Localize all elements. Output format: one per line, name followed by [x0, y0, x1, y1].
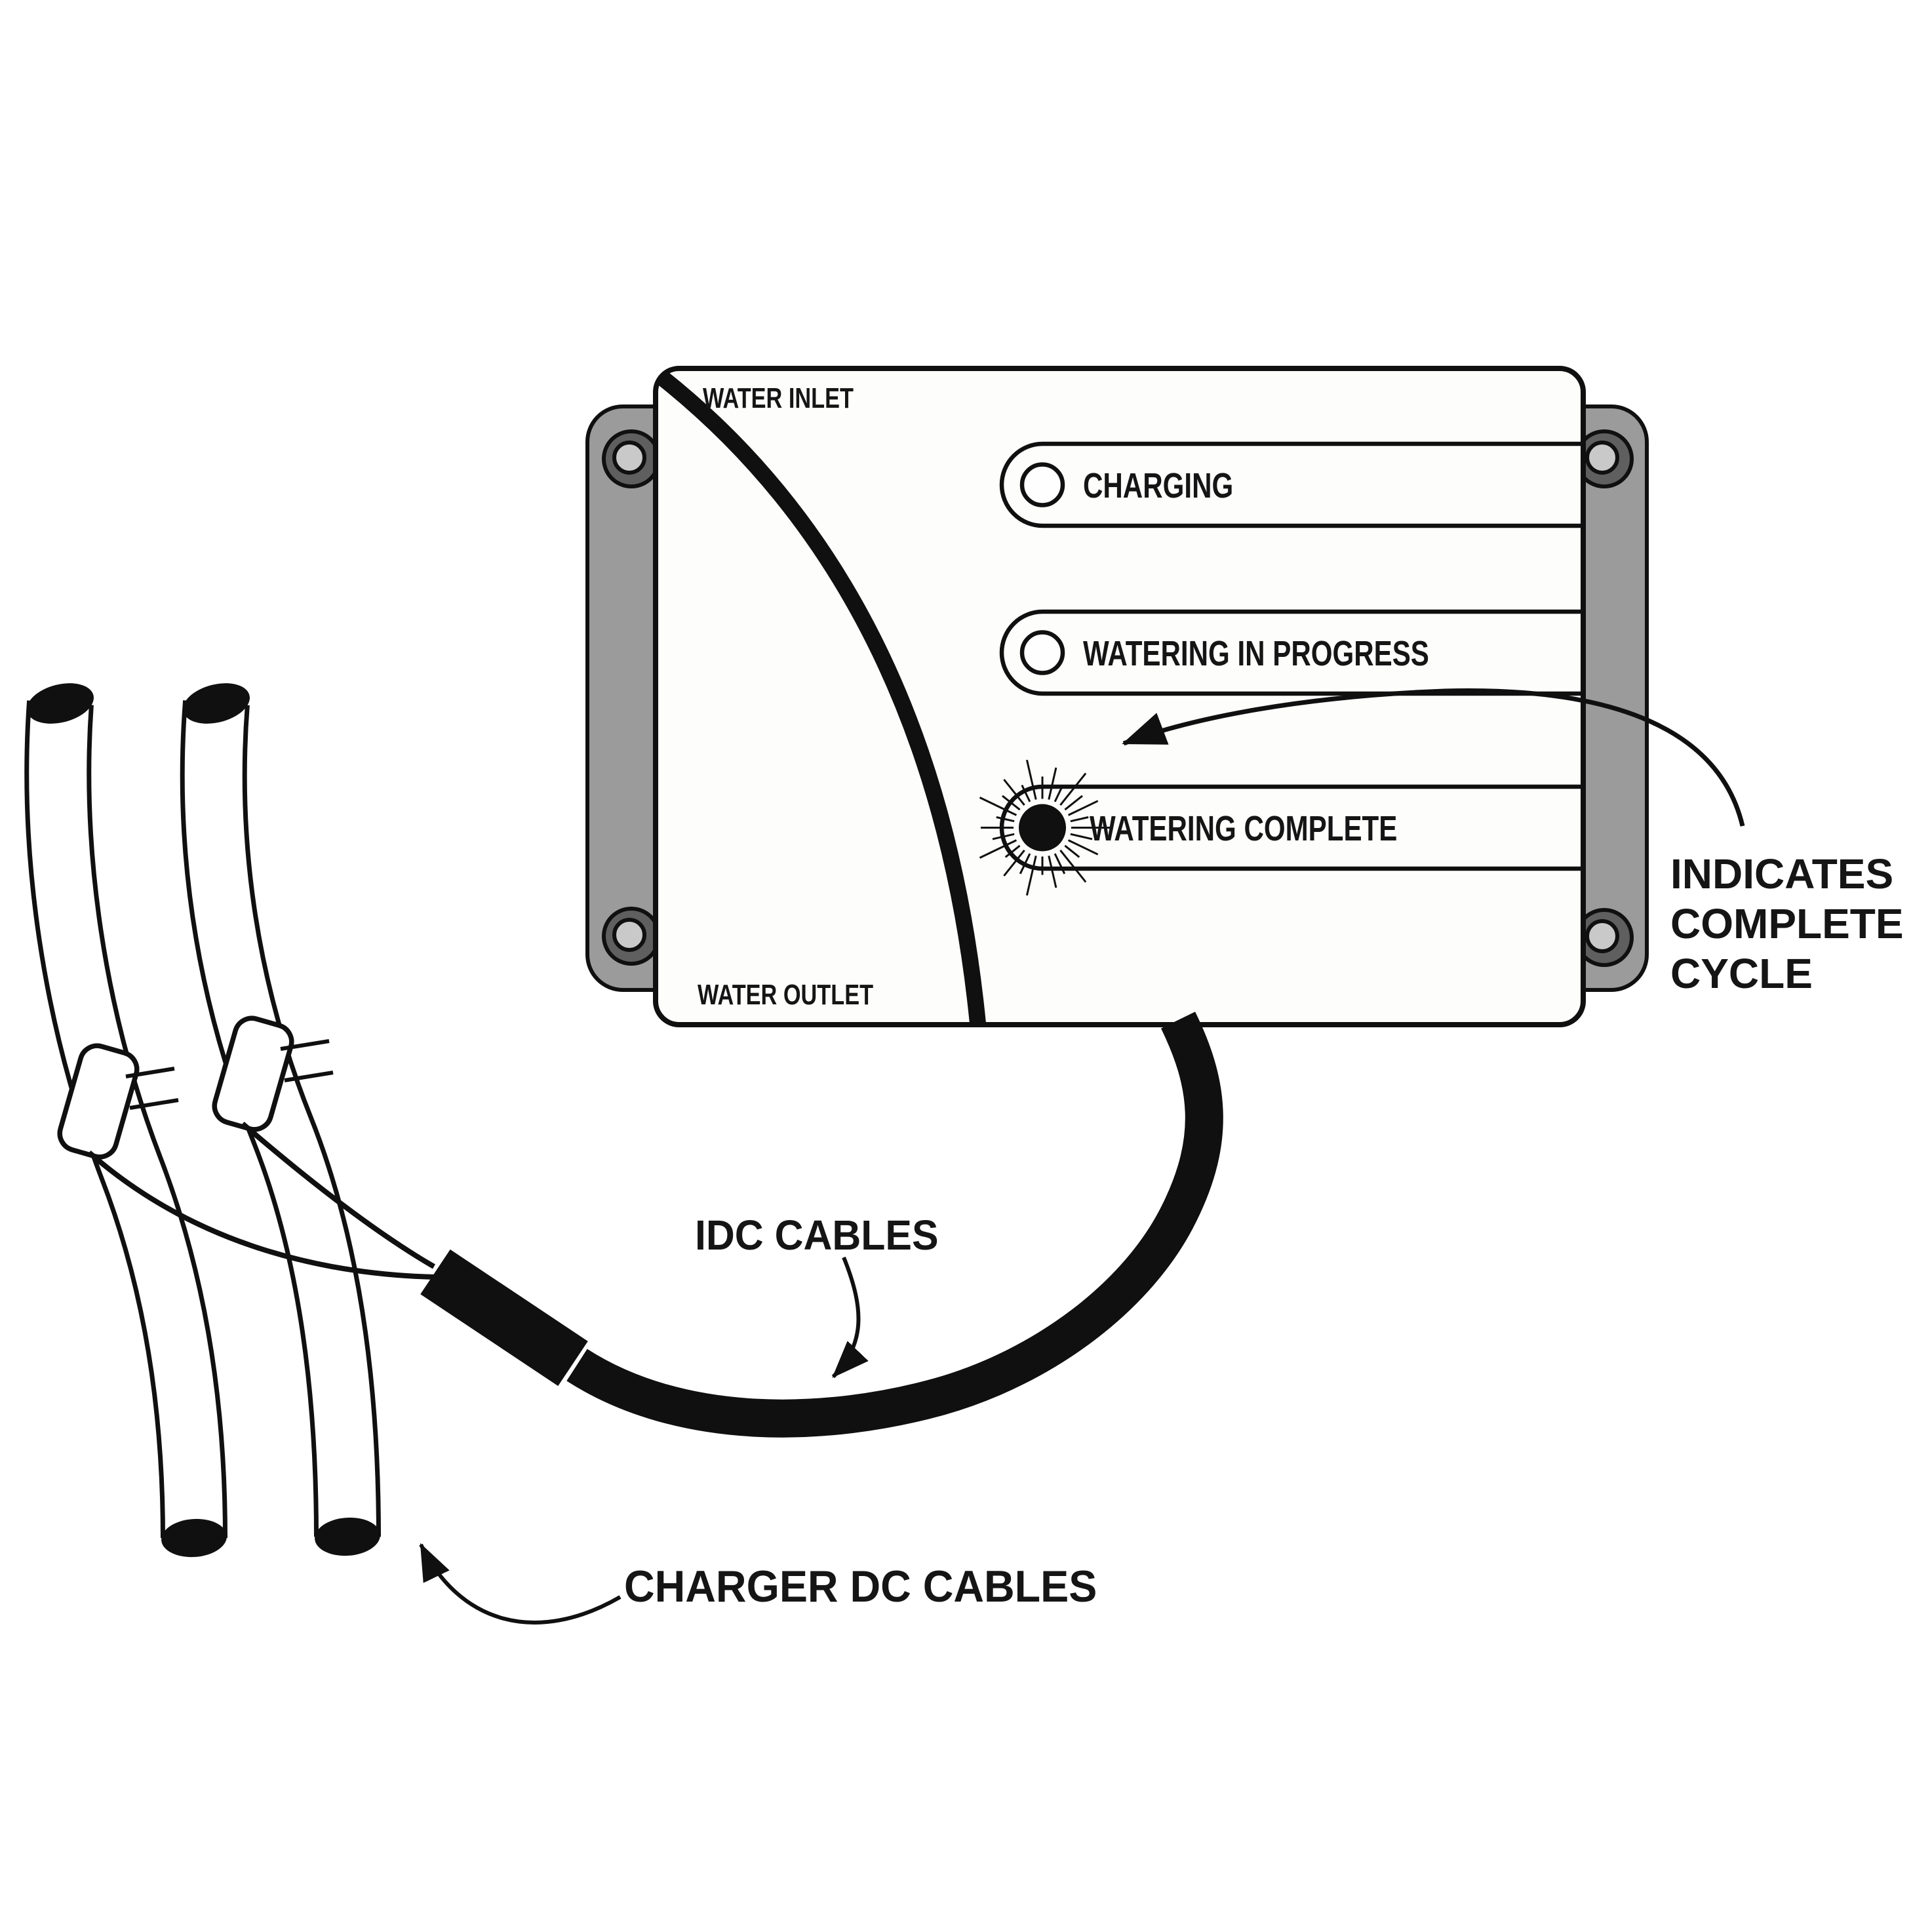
tube-body-fill: [29, 700, 223, 1539]
idc-cable: [566, 1012, 1223, 1438]
water-tube-curve: [657, 371, 987, 1025]
screw-center: [1585, 441, 1619, 475]
watering-complete-led-icon: [1019, 804, 1066, 852]
water-outlet-label: WATER OUTLET: [698, 979, 873, 1011]
screw-center: [1585, 919, 1619, 953]
connector-body: [57, 1043, 140, 1160]
device-panel-border: [653, 366, 1586, 1027]
complete-cycle-arrow: [1122, 688, 1745, 827]
idc-connector-right: [212, 1015, 334, 1132]
charging-led-icon: [1019, 462, 1065, 507]
connector-clamp-lines: [125, 1067, 179, 1110]
connector-body: [212, 1015, 294, 1132]
connector-wire-left: [87, 1150, 436, 1280]
screw-center: [612, 441, 646, 475]
indicator-pill-charging: [999, 441, 1583, 528]
tube-end-cap-bottom: [161, 1518, 227, 1558]
screw-hole-top-left-icon: [602, 429, 661, 488]
indicator-label-charging: CHARGING: [1083, 466, 1233, 505]
screw-center: [612, 918, 646, 952]
charger-dc-cables-arrow: [419, 1543, 621, 1625]
screw-hole-bottom-left-icon: [602, 907, 661, 966]
charger-dc-cable-right: [180, 683, 381, 1556]
complete-cycle-note-line-3: CYCLE: [1670, 950, 1813, 997]
complete-cycle-note: INDICATES COMPLETE CYCLE: [1670, 850, 1904, 997]
connector-wire-right: [241, 1121, 436, 1269]
idc-cables-arrow: [831, 1256, 869, 1379]
indicator-label-watering-in-progress: WATERING IN PROGRESS: [1083, 634, 1429, 673]
tube-end-cap-top: [183, 683, 250, 724]
tube-end-cap-top: [27, 683, 94, 724]
indicator-label-watering-complete: WATERING COMPLETE: [1090, 809, 1397, 848]
idc-cable-sleeve: [420, 1249, 588, 1387]
charger-dc-cable-left: [24, 683, 227, 1558]
idc-cables-label: IDC CABLES: [695, 1212, 938, 1259]
watering-in-progress-led-icon: [1019, 630, 1065, 675]
tube-end-cap-bottom: [315, 1517, 380, 1556]
complete-cycle-note-line-2: COMPLETE: [1670, 900, 1904, 947]
idc-connector-left: [57, 1043, 179, 1160]
connector-clamp-lines: [280, 1039, 334, 1082]
water-inlet-label: WATER INLET: [703, 382, 854, 414]
complete-cycle-note-line-1: INDICATES: [1670, 850, 1893, 897]
charger-dc-cables-label: CHARGER DC CABLES: [624, 1562, 1097, 1612]
indicator-pill-watering-in-progress: [999, 609, 1583, 696]
led-starburst-rays: [979, 759, 1112, 896]
tube-body-fill: [184, 700, 376, 1537]
